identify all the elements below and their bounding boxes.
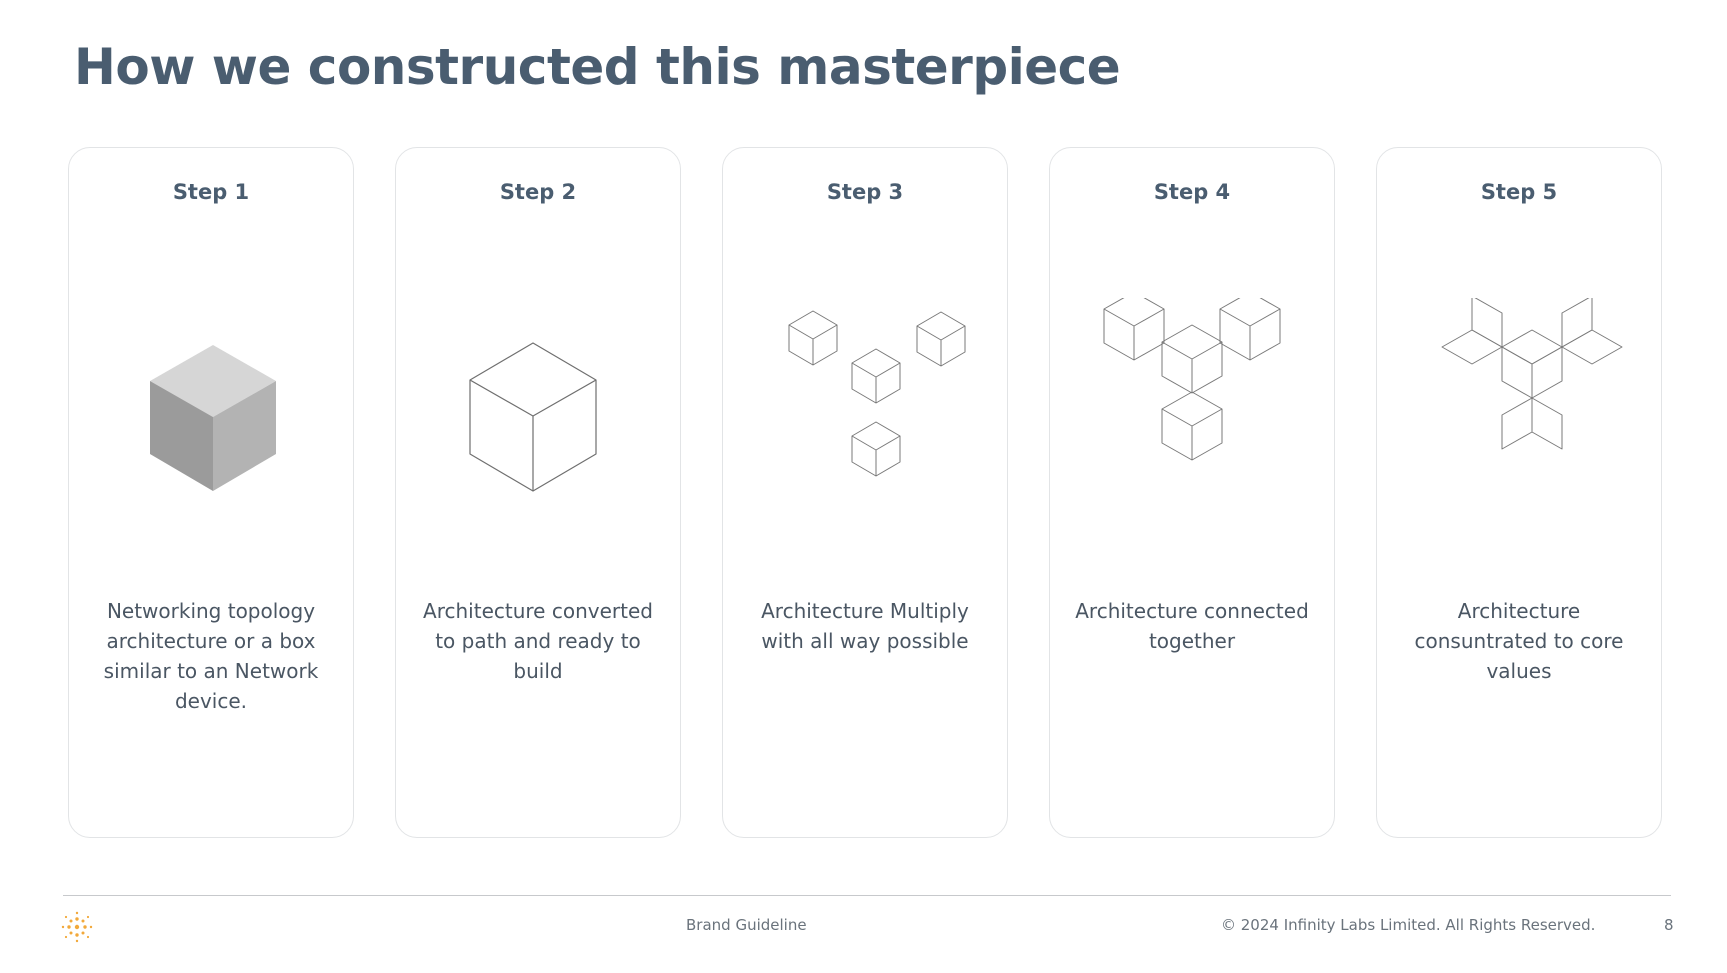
connected-cubes-icon: [1103, 298, 1281, 461]
step-card-3: Step 3 Architecture Multiply with all wa…: [722, 147, 1008, 838]
footer-copyright: © 2024 Infinity Labs Limited. All Rights…: [1221, 916, 1596, 934]
step-description: Architecture connected together: [1075, 599, 1309, 653]
step-title: Step 5: [1480, 180, 1558, 204]
step-title: Step 1: [172, 180, 250, 204]
step-title: Step 2: [499, 180, 577, 204]
footer-label: Brand Guideline: [686, 916, 807, 934]
step-title: Step 4: [1153, 180, 1231, 204]
step-card-2: Step 2 Architecture converted to path an…: [395, 147, 681, 838]
scattered-cubes-icon: [788, 310, 966, 477]
step-description: Architecture consuntrated to core values: [1414, 599, 1624, 683]
infinity-labs-logo-icon: [61, 911, 93, 943]
step-card-5: Step 5 Architecture consuntrated to core…: [1376, 147, 1662, 838]
step-card-4: Step 4 Architecture connected together: [1049, 147, 1335, 838]
steps-row: Step 1 Networking topology architecture …: [68, 147, 1662, 840]
footer-divider: [63, 895, 1671, 896]
page-number: 8: [1664, 916, 1674, 934]
core-cubes-icon: [1441, 298, 1623, 450]
step-description: Architecture converted to path and ready…: [423, 599, 653, 683]
wireframe-cube-icon: [469, 342, 597, 492]
step-card-1: Step 1 Networking topology architecture …: [68, 147, 354, 838]
page-title: How we constructed this masterpiece: [74, 38, 1121, 96]
step-title: Step 3: [826, 180, 904, 204]
step-description: Networking topology architecture or a bo…: [103, 599, 319, 713]
step-description: Architecture Multiply with all way possi…: [761, 599, 969, 653]
solid-cube-icon: [150, 345, 276, 491]
